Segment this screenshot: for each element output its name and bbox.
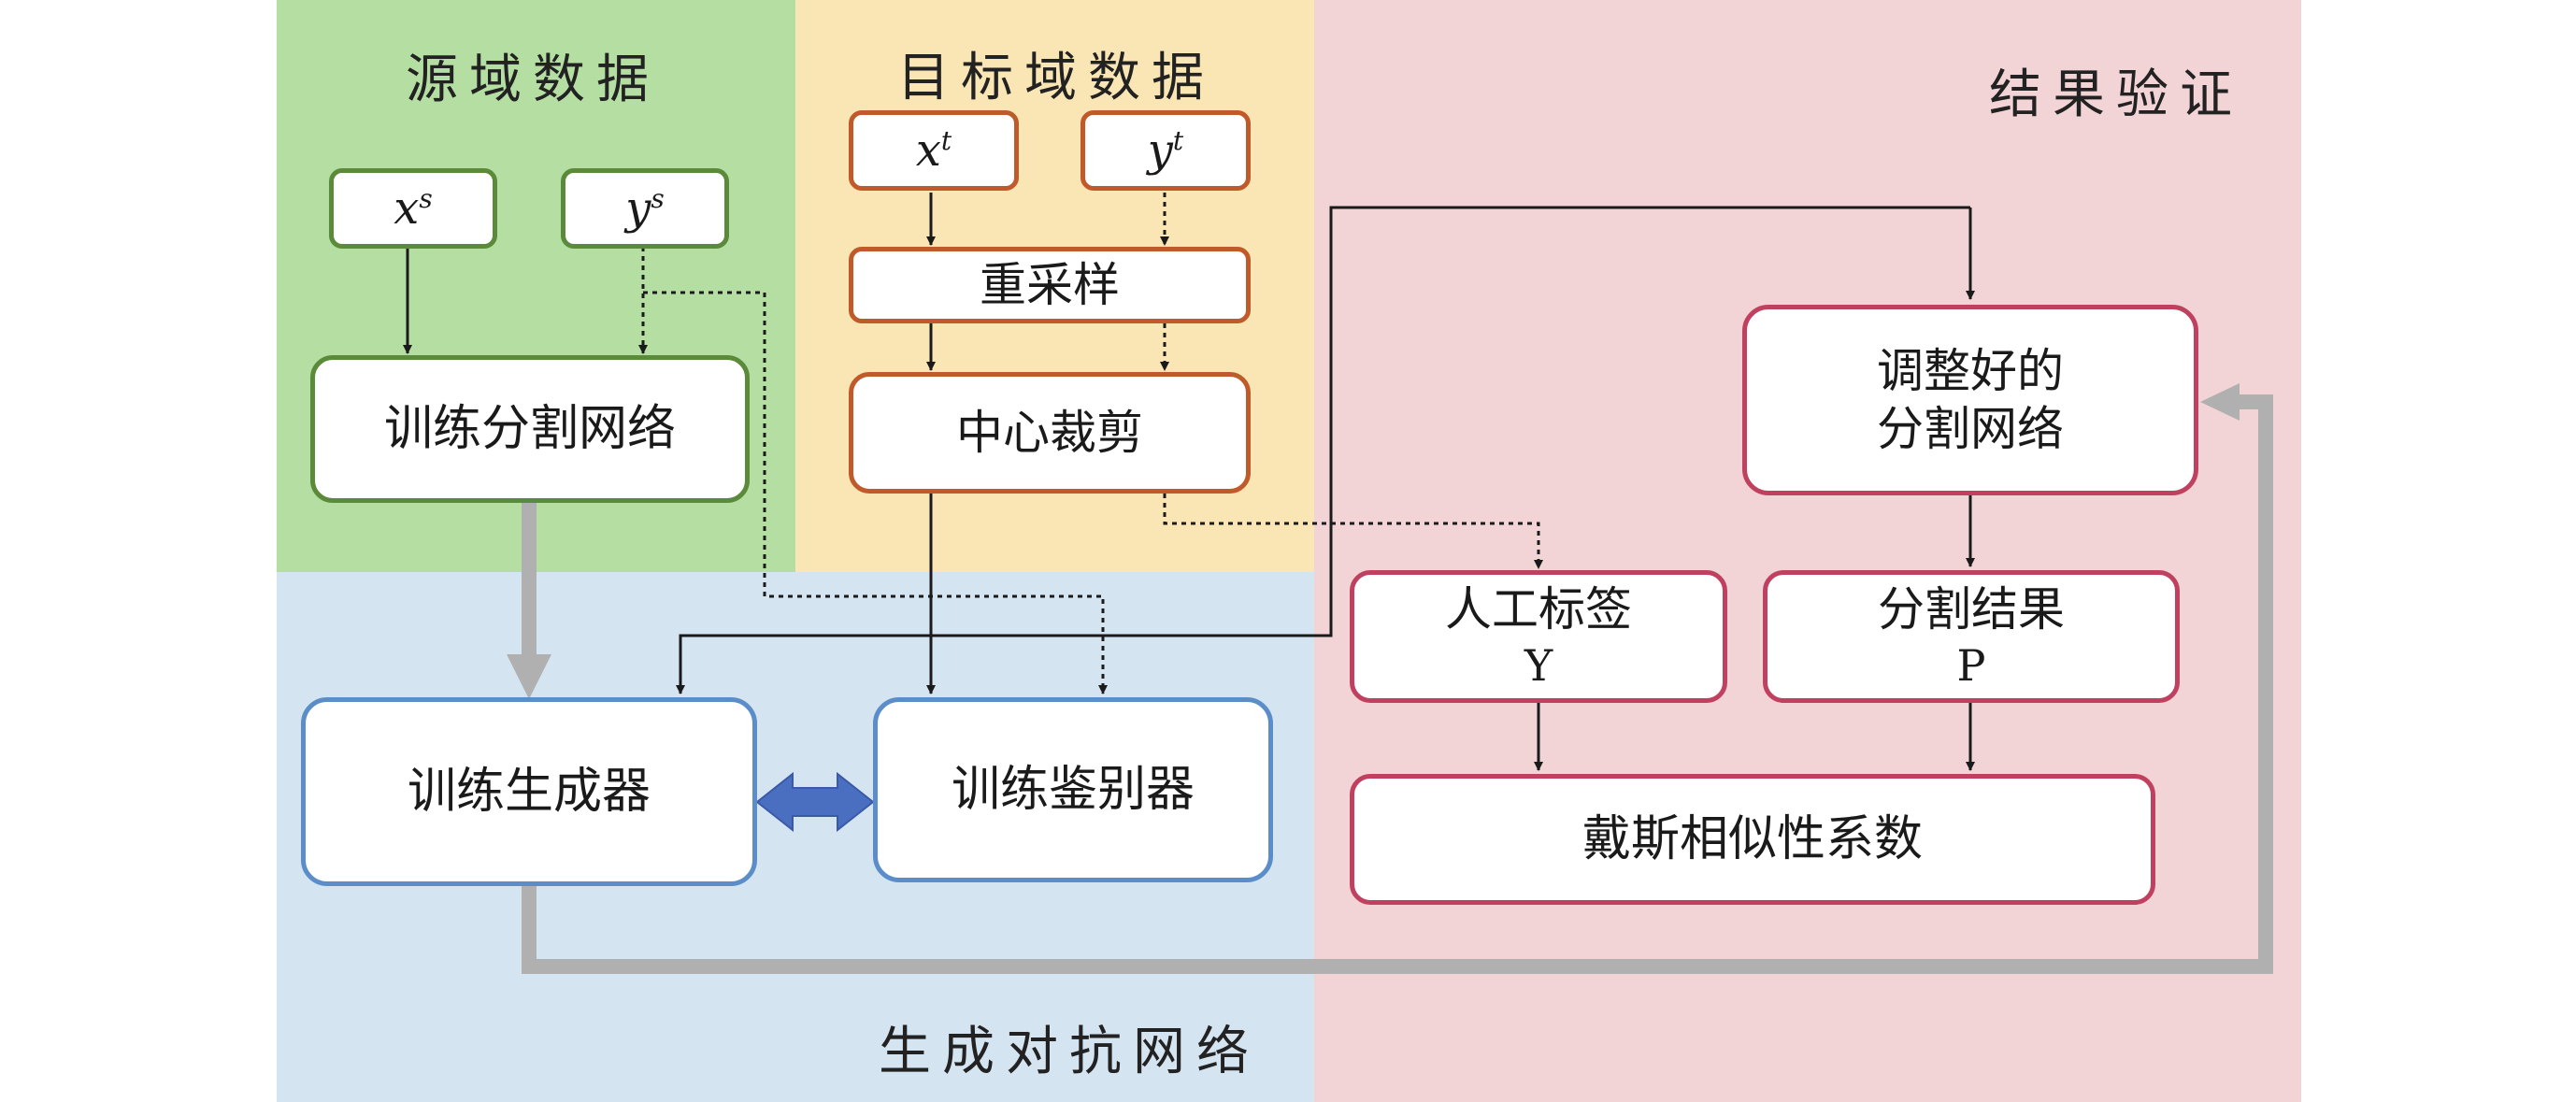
source-domain-title: 源域数据 (406, 50, 660, 110)
dice-label: 戴斯相似性系数 (1581, 810, 1923, 867)
tuned-seg-line2: 分割网络 (1877, 402, 2064, 456)
gray-arrow-seg-to-generator (507, 503, 551, 699)
node-xs: xs (329, 168, 497, 249)
ys-symbol: y (625, 182, 651, 235)
node-xt: xt (849, 110, 1019, 191)
train-discriminator-label: 训练鉴别器 (951, 761, 1195, 818)
node-tuned-seg-network: 调整好的 分割网络 (1742, 305, 2198, 495)
seg-result-line1: 分割结果 (1878, 582, 2065, 637)
arrow-ys-to-discriminator (643, 291, 1108, 694)
result-verification-title: 结果验证 (1989, 64, 2243, 125)
yt-symbol: y (1147, 124, 1173, 177)
train-seg-label: 训练分割网络 (383, 400, 676, 457)
xs-superscript: s (419, 183, 433, 214)
arrow-feedback-to-generator (676, 206, 1970, 694)
node-manual-label: 人工标签 Y (1350, 570, 1727, 703)
node-ys: ys (561, 168, 729, 249)
tuned-seg-line1: 调整好的 (1877, 343, 2064, 398)
node-resample: 重采样 (849, 247, 1251, 323)
node-train-seg-network: 训练分割网络 (310, 355, 750, 503)
manual-label-line2: Y (1524, 639, 1553, 691)
seg-result-line2: P (1956, 639, 1986, 691)
target-domain-title: 目标域数据 (897, 48, 1215, 108)
double-arrow-generator-discriminator (755, 771, 875, 833)
yt-superscript: t (1172, 125, 1184, 156)
node-train-discriminator: 训练鉴别器 (873, 697, 1273, 882)
node-yt: yt (1080, 110, 1251, 191)
node-train-generator: 训练生成器 (301, 697, 757, 886)
node-center-crop: 中心裁剪 (849, 372, 1251, 494)
train-generator-label: 训练生成器 (407, 763, 651, 820)
gan-title: 生成对抗网络 (879, 1022, 1260, 1082)
xt-superscript: t (940, 125, 952, 156)
xs-symbol: x (394, 182, 420, 235)
gray-arrow-generator-to-tuned-seg (522, 383, 2273, 974)
node-dice-coefficient: 戴斯相似性系数 (1350, 774, 2155, 905)
arrow-crop-to-manual-label (1163, 494, 1543, 569)
manual-label-line1: 人工标签 (1445, 582, 1632, 637)
center-crop-label: 中心裁剪 (956, 405, 1143, 460)
xt-symbol: x (915, 124, 941, 177)
ys-superscript: s (651, 183, 665, 214)
result-verification-region (1314, 0, 2301, 1102)
node-seg-result: 分割结果 P (1763, 570, 2180, 703)
resample-label: 重采样 (980, 257, 1120, 312)
